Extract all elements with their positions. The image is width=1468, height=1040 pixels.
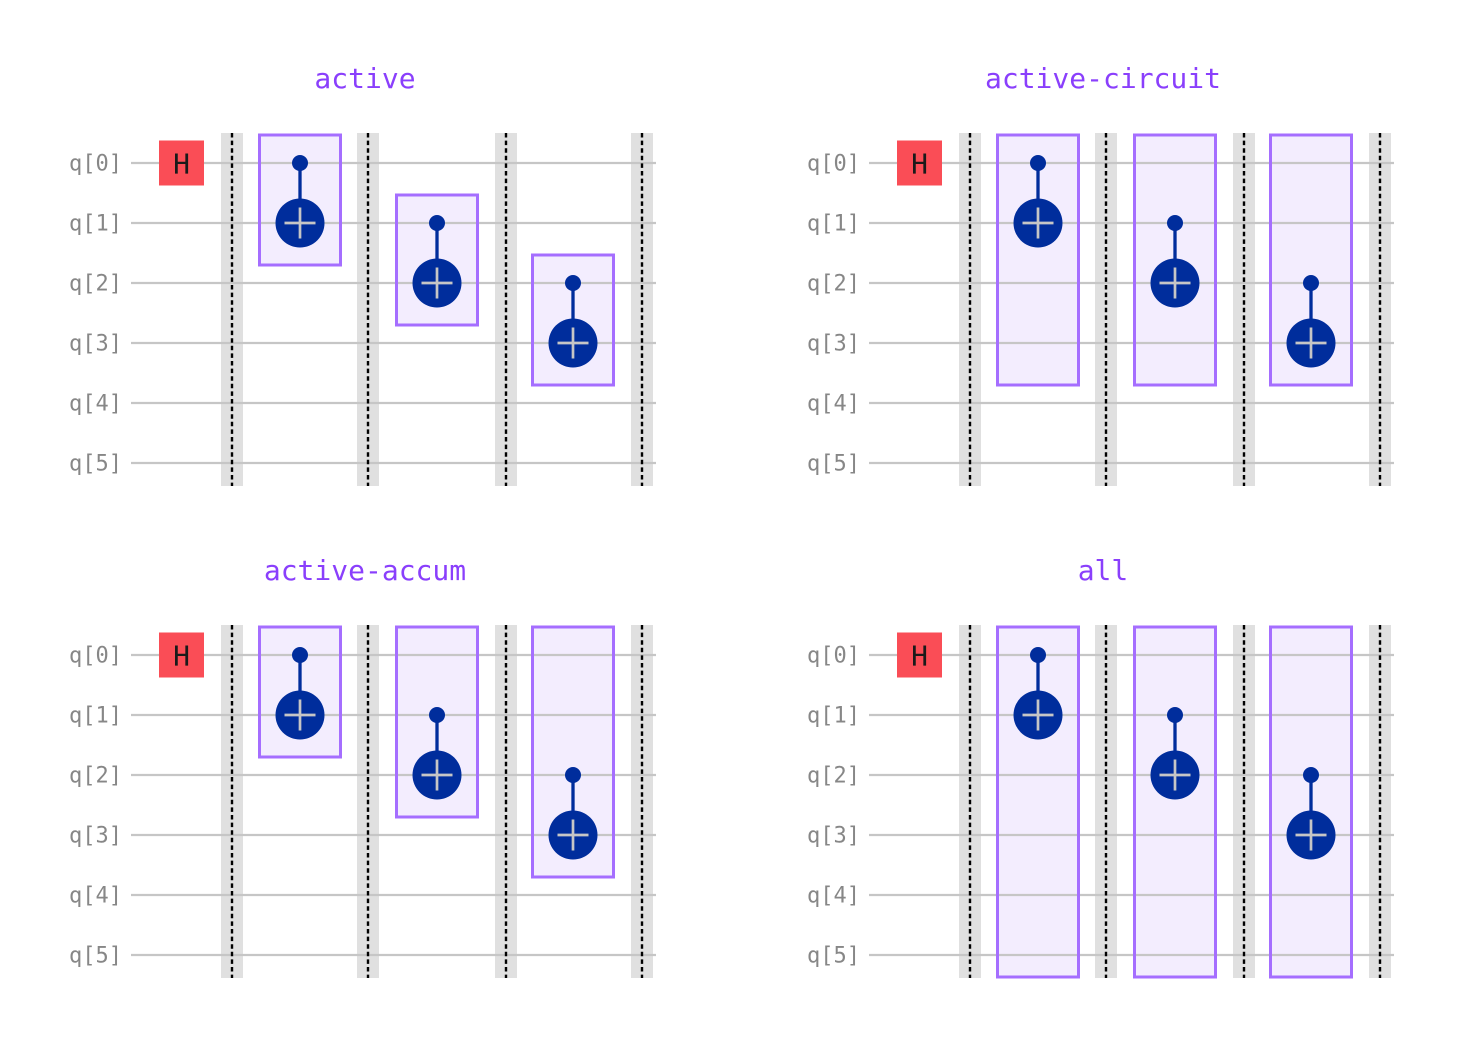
qubit-label: q[5]: [807, 452, 860, 477]
cx-control-dot: [1030, 647, 1046, 663]
cx-control-dot: [429, 707, 445, 723]
h-gate: [897, 140, 942, 186]
h-gate-label: H: [173, 640, 190, 673]
cx-control-dot: [1030, 155, 1046, 171]
highlight-box-border: [531, 253, 615, 387]
highlight-box-border: [996, 625, 1080, 979]
qubit-label: q[5]: [69, 452, 122, 477]
highlight-box-border: [996, 133, 1080, 387]
qubit-label: q[2]: [69, 764, 122, 789]
qubit-label: q[3]: [807, 824, 860, 849]
highlight-box-border: [1269, 625, 1353, 979]
h-gate: [159, 632, 204, 678]
h-gate-label: H: [911, 640, 928, 673]
qubit-label: q[5]: [69, 944, 122, 969]
h-gate: [159, 140, 204, 186]
cx-control-dot: [1167, 707, 1183, 723]
highlight-box-border: [1133, 133, 1217, 387]
cx-control-dot: [292, 155, 308, 171]
highlight-box-border: [258, 625, 342, 759]
panel-title-active-accum: active-accum: [263, 554, 467, 587]
qubit-label: q[1]: [69, 704, 122, 729]
highlight-box-border: [395, 193, 479, 327]
qubit-label: q[4]: [69, 392, 122, 417]
highlight-box-border: [258, 133, 342, 267]
qubit-label: q[5]: [807, 944, 860, 969]
qubit-label: q[2]: [807, 764, 860, 789]
panel-title-active-circuit: active-circuit: [984, 62, 1221, 95]
panel-active-accum: Hq[0] q[1] q[2] q[3] q[4] q[5]: [69, 625, 656, 978]
cx-control-dot: [429, 215, 445, 231]
cx-control-dot: [565, 767, 581, 783]
panel-active-circuit: Hq[0] q[1] q[2] q[3] q[4] q[5]: [807, 133, 1394, 486]
panel-all: Hq[0] q[1] q[2] q[3] q[4] q[5]: [807, 625, 1394, 979]
qubit-label: q[0]: [69, 152, 122, 177]
highlight-box-fill: [1134, 627, 1216, 977]
qubit-label: q[1]: [807, 212, 860, 237]
h-gate-label: H: [173, 148, 190, 181]
qubit-label: q[3]: [807, 332, 860, 357]
qubit-label: q[2]: [807, 272, 860, 297]
highlight-box-border: [531, 625, 615, 879]
qubit-label: q[1]: [807, 704, 860, 729]
h-gate-label: H: [911, 148, 928, 181]
panel-active: Hq[0] q[1] q[2] q[3] q[4] q[5]: [69, 133, 656, 486]
highlight-box-border: [395, 625, 479, 819]
qubit-label: q[3]: [69, 824, 122, 849]
panel-title-all: all: [1077, 554, 1129, 587]
qubit-label: q[4]: [807, 392, 860, 417]
qubit-label: q[1]: [69, 212, 122, 237]
cx-control-dot: [1303, 767, 1319, 783]
qubit-label: q[3]: [69, 332, 122, 357]
qubit-label: q[4]: [807, 884, 860, 909]
qubit-label: q[0]: [69, 644, 122, 669]
cx-control-dot: [292, 647, 308, 663]
highlight-box-border: [1269, 133, 1353, 387]
qubit-label: q[2]: [69, 272, 122, 297]
qubit-label: q[0]: [807, 644, 860, 669]
highlight-box-border: [1133, 625, 1217, 979]
cx-control-dot: [1167, 215, 1183, 231]
panel-title-active: active: [314, 62, 416, 95]
qubit-label: q[0]: [807, 152, 860, 177]
h-gate: [897, 632, 942, 678]
cx-control-dot: [1303, 275, 1319, 291]
qubit-label: q[4]: [69, 884, 122, 909]
cx-control-dot: [565, 275, 581, 291]
